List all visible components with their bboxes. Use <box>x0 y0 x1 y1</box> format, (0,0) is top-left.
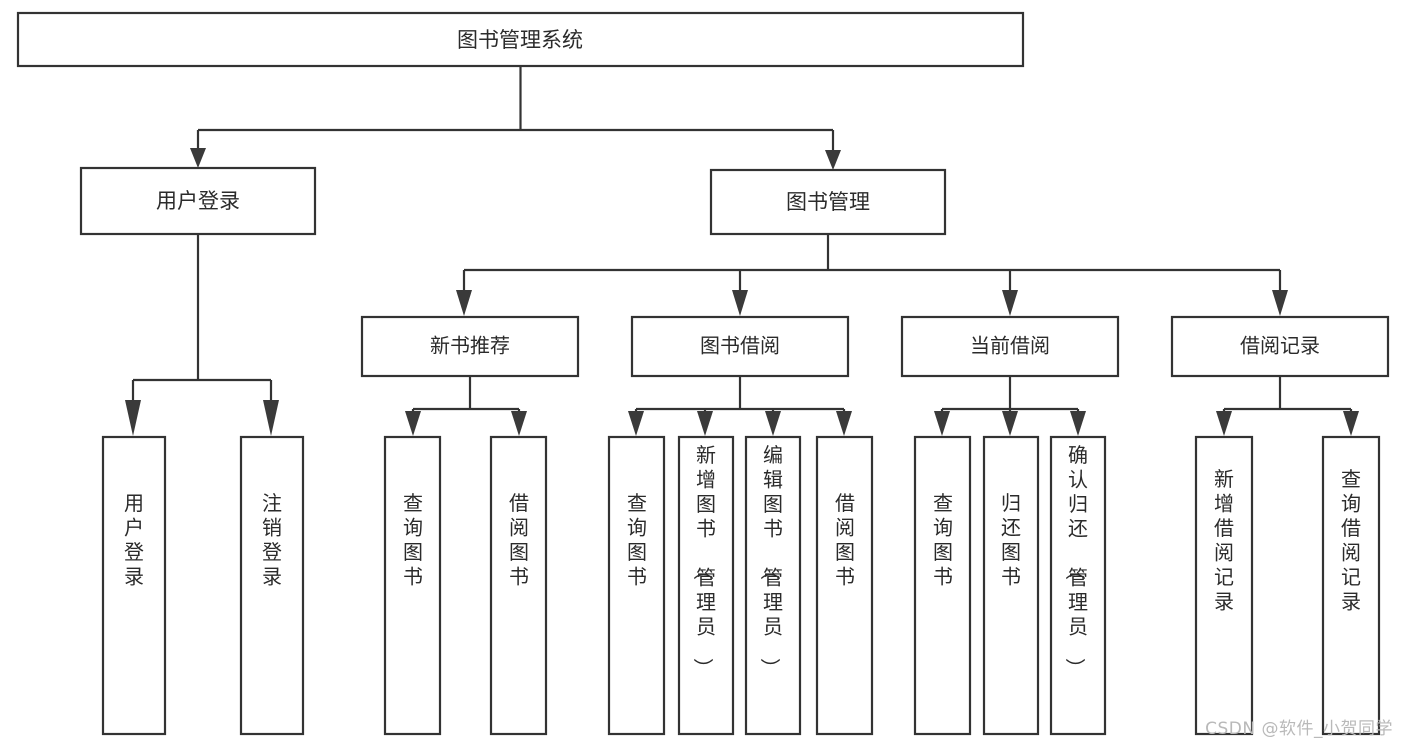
arrow-head-leaf-logout-login <box>263 400 279 436</box>
leaf-nodes-layer: 用户登录 注销登录 查询图书 借阅图书 查询图书 新增图书（管理员） <box>101 435 1381 736</box>
node-leaf-query-book-2-label: 查询图书 <box>627 491 647 589</box>
node-book-manage-label: 图书管理 <box>786 190 870 214</box>
node-leaf-confirm-return[interactable]: 确认归还（管理员） <box>1049 435 1107 736</box>
node-leaf-add-record-box[interactable] <box>1194 435 1254 736</box>
arrow-head-leaf-add-book <box>697 411 713 436</box>
node-leaf-add-record-label: 新增借阅记录 <box>1214 467 1234 614</box>
node-leaf-logout-login-label: 注销登录 <box>262 491 282 589</box>
node-leaf-user-login[interactable]: 用户登录 <box>101 435 167 736</box>
arrow-head-new-book-recommend <box>456 290 472 316</box>
node-current-borrow-label: 当前借阅 <box>970 334 1050 358</box>
node-new-book-recommend-box[interactable] <box>360 315 580 378</box>
node-current-borrow-box[interactable] <box>900 315 1120 378</box>
node-user-login-label: 用户登录 <box>156 189 240 213</box>
node-leaf-edit-book-box[interactable] <box>744 435 802 736</box>
node-borrow-record-label: 借阅记录 <box>1240 334 1320 358</box>
node-leaf-add-book[interactable]: 新增图书（管理员） <box>677 435 735 736</box>
node-leaf-query-book-2-box[interactable] <box>607 435 666 736</box>
node-user-login-box[interactable] <box>79 166 317 236</box>
node-root-box[interactable] <box>16 11 1025 68</box>
node-root[interactable]: 图书管理系统 <box>16 11 1025 68</box>
node-book-manage[interactable]: 图书管理 <box>709 168 947 236</box>
node-leaf-return-book[interactable]: 归还图书 <box>982 435 1040 736</box>
arrow-head-leaf-return-book <box>1002 411 1018 436</box>
arrow-head-borrow-record <box>1272 290 1288 316</box>
node-leaf-borrow-book-1-box[interactable] <box>489 435 548 736</box>
node-leaf-query-book-3-box[interactable] <box>913 435 972 736</box>
arrow-head-leaf-add-record <box>1216 411 1232 436</box>
node-leaf-query-record[interactable]: 查询借阅记录 <box>1321 435 1381 736</box>
node-leaf-query-book-1-label: 查询图书 <box>403 491 423 589</box>
arrow-head-book-manage <box>825 150 841 170</box>
node-leaf-query-book-2[interactable]: 查询图书 <box>607 435 666 736</box>
node-leaf-query-record-box[interactable] <box>1321 435 1381 736</box>
node-leaf-borrow-book-2-box[interactable] <box>815 435 874 736</box>
node-leaf-borrow-book-2[interactable]: 借阅图书 <box>815 435 874 736</box>
arrow-head-current-borrow <box>1002 290 1018 316</box>
arrow-head-leaf-query-book-1 <box>405 411 421 436</box>
node-leaf-borrow-book-2-label: 借阅图书 <box>835 491 855 589</box>
arrow-head-user-login <box>190 148 206 168</box>
node-root-label: 图书管理系统 <box>457 28 583 52</box>
node-leaf-user-login-label: 用户登录 <box>124 491 144 589</box>
arrow-head-leaf-edit-book <box>765 411 781 436</box>
node-borrow-record[interactable]: 借阅记录 <box>1170 315 1390 378</box>
node-leaf-borrow-book-1[interactable]: 借阅图书 <box>489 435 548 736</box>
node-leaf-return-book-label: 归还图书 <box>1001 491 1021 589</box>
node-leaf-query-record-label: 查询借阅记录 <box>1341 467 1361 614</box>
node-book-manage-box[interactable] <box>709 168 947 236</box>
node-leaf-logout-login[interactable]: 注销登录 <box>239 435 305 736</box>
node-leaf-query-book-1[interactable]: 查询图书 <box>383 435 442 736</box>
node-book-borrow-label: 图书借阅 <box>700 334 780 358</box>
node-book-borrow-box[interactable] <box>630 315 850 378</box>
node-new-book-recommend[interactable]: 新书推荐 <box>360 315 580 378</box>
node-leaf-query-book-3[interactable]: 查询图书 <box>913 435 972 736</box>
node-book-borrow[interactable]: 图书借阅 <box>630 315 850 378</box>
node-leaf-user-login-box[interactable] <box>101 435 167 736</box>
connector-layer <box>125 66 1359 436</box>
node-leaf-return-book-box[interactable] <box>982 435 1040 736</box>
arrow-head-book-borrow <box>732 290 748 316</box>
node-leaf-confirm-return-box[interactable] <box>1049 435 1107 736</box>
node-new-book-recommend-label: 新书推荐 <box>430 334 510 358</box>
node-leaf-query-book-1-box[interactable] <box>383 435 442 736</box>
node-borrow-record-box[interactable] <box>1170 315 1390 378</box>
arrow-head-leaf-query-book-3 <box>934 411 950 436</box>
node-current-borrow[interactable]: 当前借阅 <box>900 315 1120 378</box>
arrow-head-leaf-user-login <box>125 400 141 436</box>
node-leaf-add-book-label: 新增图书（管理员） <box>691 443 716 678</box>
arrow-head-leaf-query-book-2 <box>628 411 644 436</box>
arrow-head-leaf-borrow-book-1 <box>511 411 527 436</box>
node-leaf-edit-book[interactable]: 编辑图书（管理员） <box>744 435 802 736</box>
node-leaf-edit-book-label: 编辑图书（管理员） <box>758 443 783 678</box>
node-leaf-logout-login-box[interactable] <box>239 435 305 736</box>
arrow-head-leaf-borrow-book-2 <box>836 411 852 436</box>
arrow-head-leaf-confirm-return <box>1070 411 1086 436</box>
node-leaf-confirm-return-label: 确认归还（管理员） <box>1063 443 1088 678</box>
node-leaf-add-record[interactable]: 新增借阅记录 <box>1194 435 1254 736</box>
arrow-head-leaf-query-record <box>1343 411 1359 436</box>
node-leaf-borrow-book-1-label: 借阅图书 <box>509 491 529 589</box>
node-leaf-add-book-box[interactable] <box>677 435 735 736</box>
node-user-login[interactable]: 用户登录 <box>79 166 317 236</box>
node-leaf-query-book-3-label: 查询图书 <box>933 491 953 589</box>
